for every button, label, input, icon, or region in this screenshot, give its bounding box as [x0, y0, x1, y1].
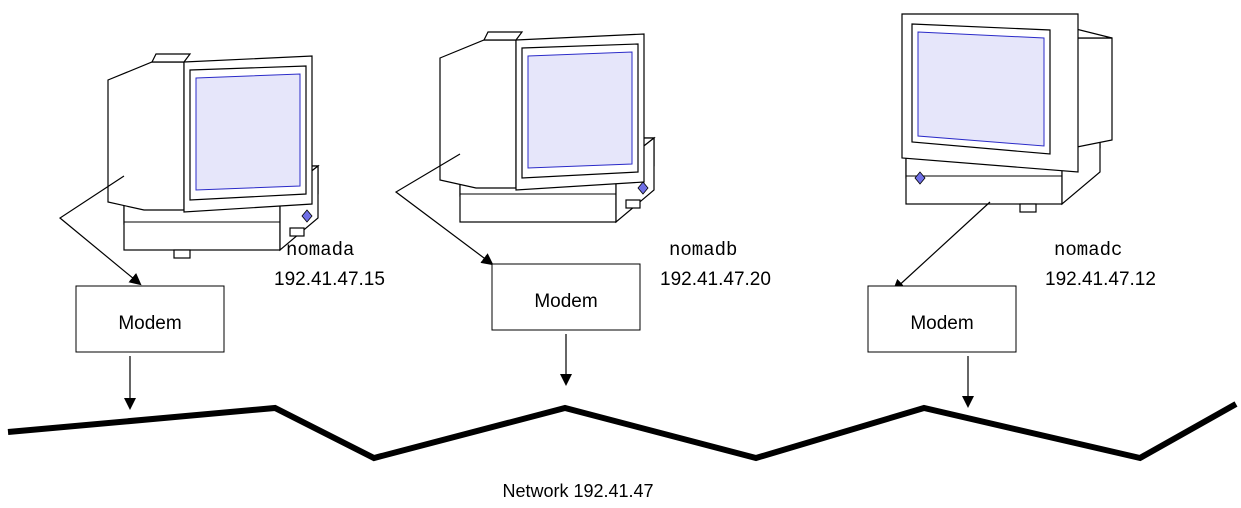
host-name-nomadc: nomadc — [1054, 239, 1122, 261]
cable-nomada — [58, 175, 142, 286]
host-name-nomadb: nomadb — [669, 239, 737, 261]
host-ip-nomadc: 192.41.47.12 — [1045, 269, 1156, 290]
host-ip-nomadb: 192.41.47.20 — [660, 269, 771, 290]
modem-label: Modem — [534, 291, 597, 312]
power-led-icon — [637, 181, 649, 195]
monitor-nomadb — [439, 31, 645, 191]
host-nomadc — [901, 13, 1113, 213]
network-backbone — [7, 401, 1238, 462]
monitor-nomada — [107, 53, 313, 213]
power-led-icon — [914, 171, 926, 185]
monitor-nomadc — [901, 13, 1113, 173]
cable-nomadb — [394, 153, 494, 266]
host-nomadb — [439, 31, 656, 224]
modem-nomada: Modem — [75, 285, 225, 353]
network-label: Network 192.41.47 — [502, 481, 653, 501]
modem-label: Modem — [118, 313, 181, 334]
power-led-icon — [301, 209, 313, 223]
host-ip-nomada: 192.41.47.15 — [274, 269, 385, 290]
host-nomada — [107, 53, 320, 259]
modem-nomadb: Modem — [491, 263, 641, 331]
modem-nomadc: Modem — [867, 285, 1017, 353]
host-name-nomada: nomada — [286, 239, 354, 261]
modem-label: Modem — [910, 313, 973, 334]
cable-nomadc — [892, 201, 991, 292]
